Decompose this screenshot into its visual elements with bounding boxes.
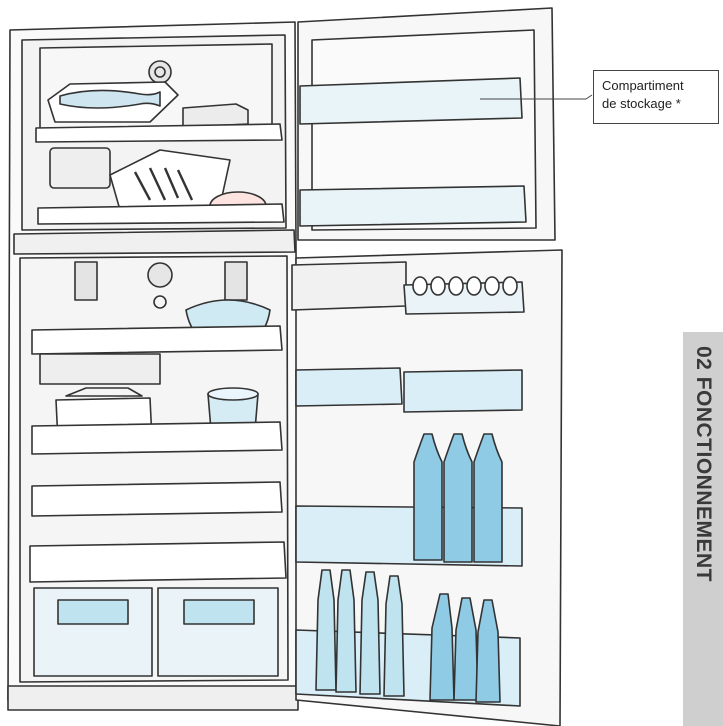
callout-line-1: Compartiment	[602, 78, 684, 93]
section-tab-label: 02 FONCTIONNEMENT	[692, 346, 715, 583]
freezer-door	[297, 7, 556, 241]
fridge-base	[7, 685, 299, 711]
storage-compartment	[299, 77, 523, 125]
fridge-shelf	[31, 325, 283, 355]
ice-tray	[49, 147, 111, 189]
fridge-compartment	[19, 255, 289, 683]
freezer-shelf	[35, 123, 283, 143]
frozen-box	[182, 103, 249, 128]
freezer-compartment	[21, 34, 287, 231]
section-tab: 02 FONCTIONNEMENT	[683, 332, 723, 726]
water-bottles	[413, 433, 503, 563]
dairy-compartment	[291, 261, 407, 311]
glass-bottles	[315, 569, 501, 703]
storage-compartment-callout: Compartiment de stockage *	[593, 70, 719, 124]
refrigerator-illustration	[7, 7, 593, 726]
fridge-door	[291, 249, 563, 726]
callout-leader-line	[480, 94, 593, 100]
callout-line-2: de stockage *	[602, 96, 681, 111]
